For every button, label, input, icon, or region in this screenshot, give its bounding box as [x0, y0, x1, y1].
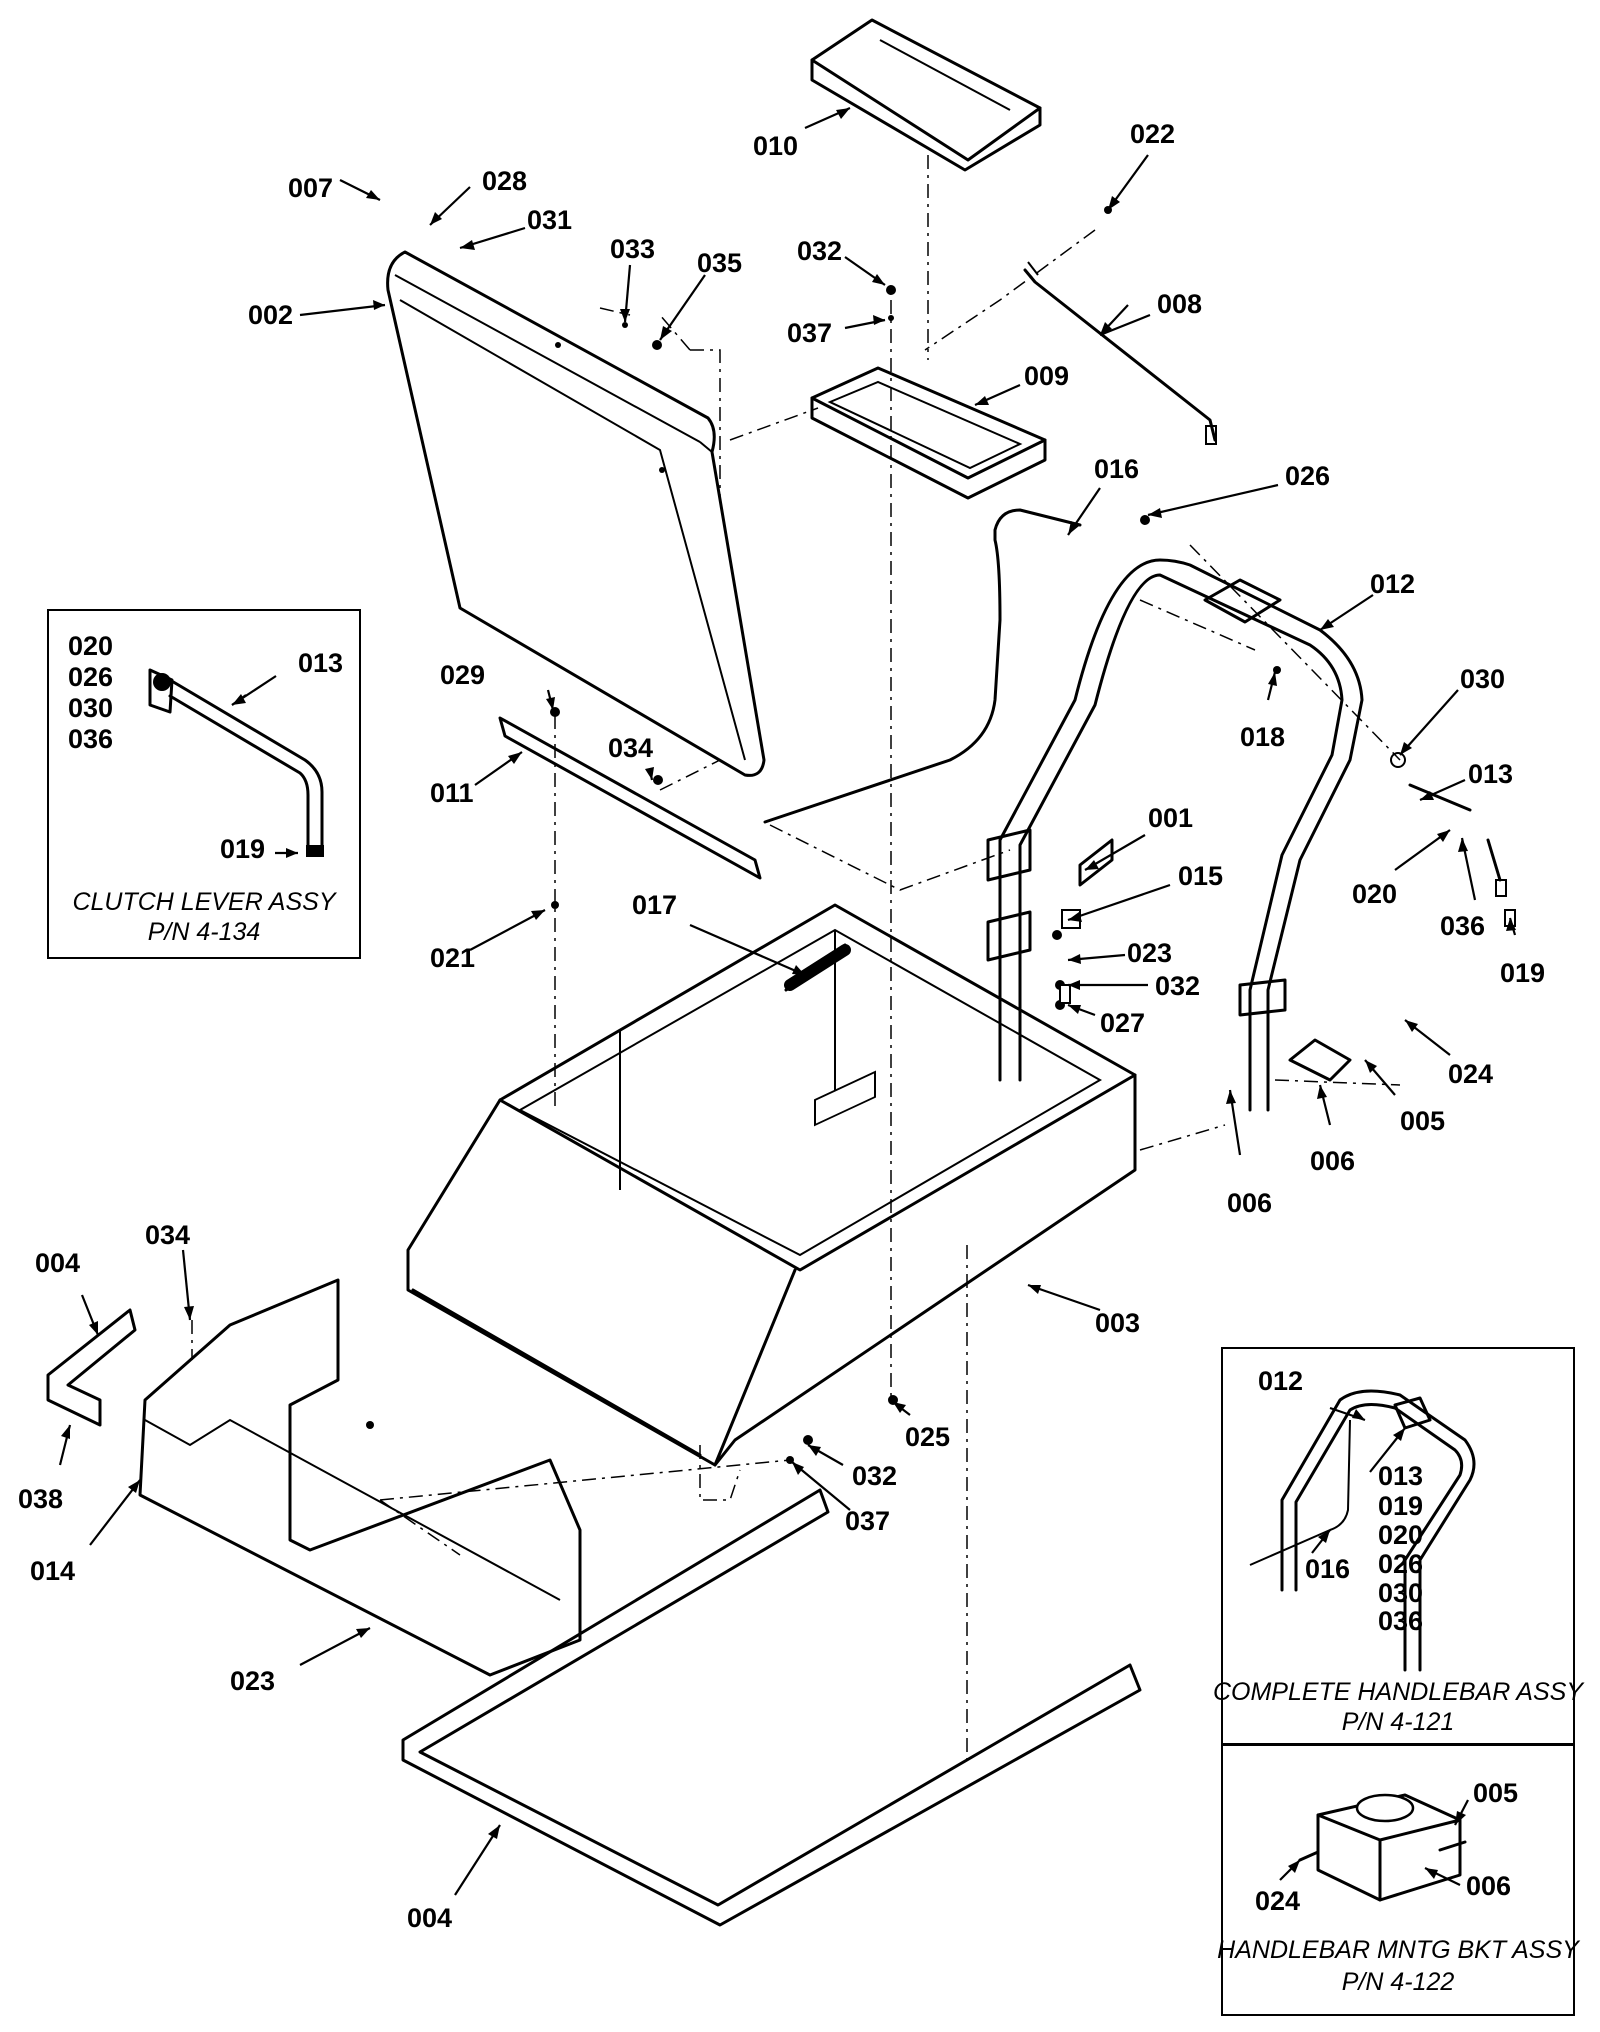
handlebar-inset-pn: P/N 4-121: [1342, 1708, 1455, 1736]
handlebar-label-012: 012: [1258, 1366, 1303, 1396]
callout-003: 003: [1095, 1308, 1140, 1338]
rod-part-008: [1023, 261, 1217, 445]
callout-019: 019: [1500, 958, 1545, 988]
callout-034-left: 034: [145, 1220, 190, 1250]
callout-022: 022: [1130, 119, 1175, 149]
callout-006-right: 006: [1310, 1146, 1355, 1176]
lid-part-002: [386, 250, 766, 777]
clutch-label-020: 020: [68, 631, 113, 661]
handlebar-label-030: 030: [1378, 1578, 1423, 1608]
callout-007: 007: [288, 173, 333, 203]
handlebar-label-026: 026: [1378, 1549, 1423, 1579]
callout-016: 016: [1094, 454, 1139, 484]
bracket-inset-title: HANDLEBAR MNTG BKT ASSY: [1217, 1936, 1581, 1964]
bracket-label-005: 005: [1473, 1778, 1518, 1808]
bracket-part-011: [498, 716, 762, 880]
callout-035: 035: [697, 248, 742, 278]
callout-015: 015: [1178, 861, 1223, 891]
callout-008: 008: [1157, 289, 1202, 319]
callout-032-top: 032: [797, 236, 842, 266]
callout-014: 014: [30, 1556, 75, 1586]
cushion-part-010: [810, 18, 1042, 172]
callout-032-mid: 032: [1155, 971, 1200, 1001]
callout-004-lower: 004: [407, 1903, 452, 1933]
clutch-label-036: 036: [68, 724, 113, 754]
handlebar-label-016: 016: [1305, 1554, 1350, 1584]
clutch-inset-pn: P/N 4-134: [148, 918, 261, 946]
bracket-label-006: 006: [1466, 1871, 1511, 1901]
clutch-label-013: 013: [298, 648, 343, 678]
spring-part-017: [784, 944, 851, 991]
callout-013: 013: [1468, 759, 1513, 789]
tray-part-004-lower: [401, 1488, 1142, 1927]
callout-032-low: 032: [852, 1461, 897, 1491]
callout-017: 017: [632, 890, 677, 920]
callout-018: 018: [1240, 722, 1285, 752]
callout-027: 027: [1100, 1008, 1145, 1038]
callout-024: 024: [1448, 1059, 1493, 1089]
callout-037-low: 037: [845, 1506, 890, 1536]
inset-clutch-lever: 020 026 030 036 013 019 CLUTCH LEVER ASS…: [47, 609, 361, 959]
callout-034-mid: 034: [608, 733, 653, 763]
handlebar-label-020: 020: [1378, 1520, 1423, 1550]
tray-part-009: [810, 366, 1047, 500]
callout-001: 001: [1148, 803, 1193, 833]
clutch-label-026: 026: [68, 662, 113, 692]
callout-023-low: 023: [230, 1666, 275, 1696]
clutch-inset-title: CLUTCH LEVER ASSY: [72, 888, 337, 916]
callout-005: 005: [1400, 1106, 1445, 1136]
callout-021: 021: [430, 943, 475, 973]
clutch-label-019: 019: [220, 834, 265, 864]
clutch-label-030: 030: [68, 693, 113, 723]
callout-025: 025: [905, 1422, 950, 1452]
callout-031: 031: [527, 205, 572, 235]
cable-part-016: [763, 508, 1082, 824]
callout-026: 026: [1285, 461, 1330, 491]
inset-complete-handlebar: 012 016 013 019 020 026 030 036 COMPLETE…: [1213, 1347, 1585, 1746]
housing-part-003: [406, 903, 1137, 1467]
callout-009: 009: [1024, 361, 1069, 391]
callout-029: 029: [440, 660, 485, 690]
callout-011: 011: [430, 778, 474, 808]
callout-036: 036: [1440, 911, 1485, 941]
callout-037-top: 037: [787, 318, 832, 348]
callout-006-left: 006: [1227, 1188, 1272, 1218]
leader-lines: [58, 106, 1517, 1896]
callout-012: 012: [1370, 569, 1415, 599]
handlebar-label-036: 036: [1378, 1606, 1423, 1636]
callout-023-mid: 023: [1127, 938, 1172, 968]
handlebar-label-013: 013: [1378, 1461, 1423, 1491]
inset-handlebar-mounting-bracket: 005 024 006 HANDLEBAR MNTG BKT ASSY P/N …: [1217, 1744, 1581, 2016]
callout-020: 020: [1352, 879, 1397, 909]
tray-part-004-upper: [46, 1308, 137, 1427]
assembly-centerlines: [191, 155, 1401, 1760]
callout-033: 033: [610, 234, 655, 264]
bracket-label-024: 024: [1255, 1886, 1300, 1916]
callout-004-upper: 004: [35, 1248, 80, 1278]
callout-002: 002: [248, 300, 293, 330]
bracket-inset-pn: P/N 4-122: [1342, 1968, 1455, 1996]
callout-labels: 002 007 028 031 033 035 010 022 032 037 …: [18, 119, 1545, 1933]
callout-010: 010: [753, 131, 798, 161]
handlebar-part-012: [986, 558, 1364, 1112]
panel-part-014: [138, 1278, 582, 1677]
handlebar-inset-title: COMPLETE HANDLEBAR ASSY: [1213, 1678, 1585, 1706]
handlebar-label-019: 019: [1378, 1491, 1423, 1521]
callout-038: 038: [18, 1484, 63, 1514]
callout-028: 028: [482, 166, 527, 196]
callout-030: 030: [1460, 664, 1505, 694]
